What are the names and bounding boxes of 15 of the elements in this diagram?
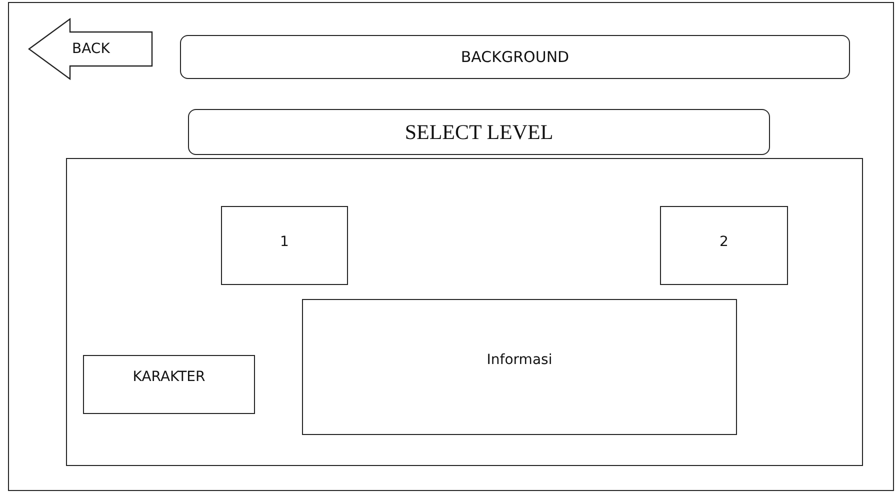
content-box <box>221 206 348 285</box>
character-label: KARAKTER <box>132 369 206 385</box>
screen-frame <box>8 2 894 491</box>
info-label: Informasi <box>486 352 554 368</box>
level-panel <box>66 158 863 466</box>
level-number: 1 <box>279 234 290 250</box>
title-bar <box>180 35 850 79</box>
level-number: 2 <box>718 234 730 250</box>
content-box <box>83 355 255 414</box>
content-box <box>660 206 788 285</box>
heading-bar <box>188 109 770 155</box>
select-level-heading: SELECT LEVEL <box>404 120 554 145</box>
background-label: BACKGROUND <box>460 48 570 66</box>
back-label: BACK <box>72 41 111 57</box>
content-box <box>302 299 737 435</box>
